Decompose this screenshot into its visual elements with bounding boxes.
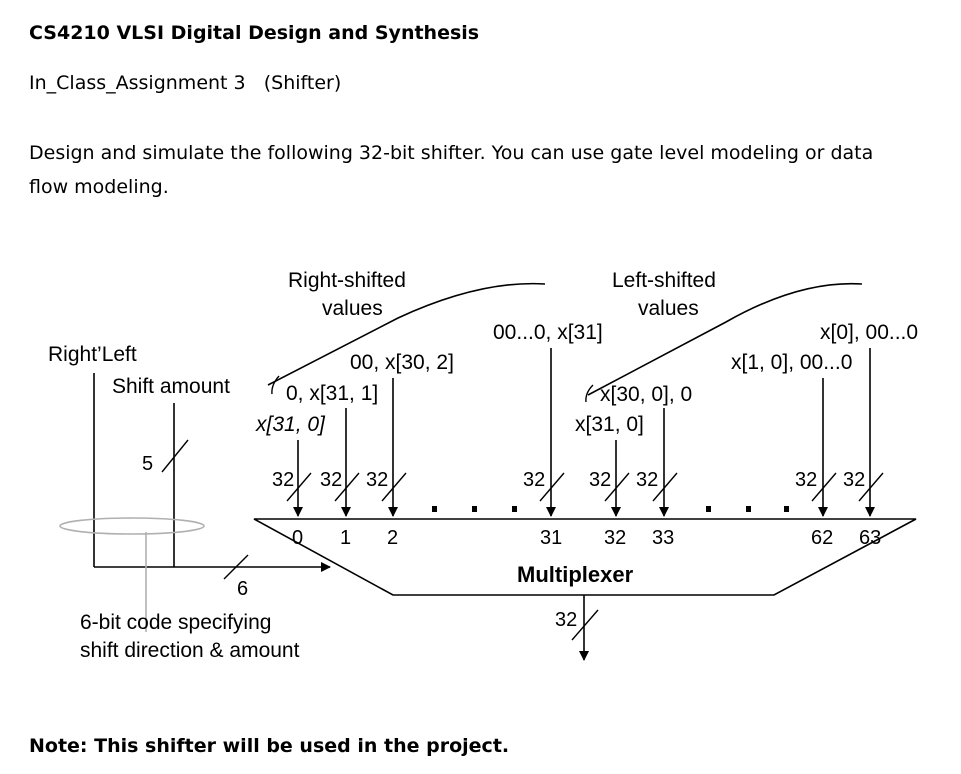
code-width-slash (223, 554, 249, 580)
input-label-x31-0-right: x[31, 0] (255, 413, 326, 436)
right-shifted-label-line1: Right-shifted (288, 269, 406, 292)
input-label-0-x31-1: 0, x[31, 1] (286, 382, 378, 405)
port-1: 1 (340, 527, 351, 549)
input-label-x0-00: x[0], 00...0 (820, 321, 918, 344)
assignment-title: In_Class_Assignment 3 (Shifter) (29, 72, 342, 94)
port-0: 0 (292, 527, 303, 549)
shift-amount-width-slash (161, 439, 189, 473)
bus-slash-2 (381, 472, 407, 502)
ellipsis-dot (512, 506, 517, 512)
port-2: 2 (387, 527, 398, 549)
port-63: 63 (859, 527, 881, 549)
bus-slash-62 (811, 472, 837, 502)
right-shifted-brace (267, 282, 546, 386)
input-label-x31-0-left: x[31, 0] (575, 413, 644, 436)
input-label-x30-0-0: x[30, 0], 0 (600, 383, 692, 406)
port-62: 62 (811, 527, 833, 549)
output-width-slash (571, 609, 599, 641)
input-label-00-0-x31: 00...0, x[31] (493, 321, 603, 344)
left-shifted-label-line2: values (638, 297, 699, 320)
direction-label: Right’Left (48, 343, 137, 366)
code-width: 6 (237, 578, 248, 600)
port-31: 31 (540, 527, 562, 549)
bus-slash-0 (286, 472, 312, 502)
code-bundle-ellipse (59, 517, 205, 535)
bus-width-62: 32 (795, 469, 817, 491)
port-33: 33 (652, 527, 674, 549)
code-label-line2: shift direction & amount (80, 639, 300, 662)
left-shifted-label-line1: Left-shifted (612, 269, 716, 292)
multiplexer-body (253, 518, 917, 596)
instructions-paragraph: Design and simulate the following 32-bit… (29, 142, 874, 198)
ellipsis-dot (746, 506, 751, 512)
bus-slash-33 (652, 472, 678, 502)
left-shifted-brace (587, 282, 863, 396)
multiplexer-label: Multiplexer (517, 562, 634, 587)
ellipsis-dot (432, 506, 437, 512)
shift-amount-label: Shift amount (112, 375, 230, 398)
bus-slash-32 (604, 472, 630, 502)
code-label-line1: 6-bit code specifying (80, 611, 271, 634)
project-note: Note: This shifter will be used in the p… (29, 735, 510, 757)
right-shifted-label-line2: values (322, 297, 383, 320)
input-label-00-x30-2: 00, x[30, 2] (350, 351, 454, 374)
input-label-x1-0-00: x[1, 0], 00...0 (731, 351, 852, 374)
bus-slash-63 (858, 472, 884, 502)
shift-amount-width: 5 (142, 453, 153, 475)
input-label-tick-1 (271, 375, 280, 395)
input-label-tick-2 (585, 384, 594, 403)
bus-slash-31 (539, 472, 565, 502)
bus-width-2: 32 (366, 469, 388, 491)
bus-width-33: 32 (636, 469, 658, 491)
bus-width-31: 32 (523, 469, 545, 491)
course-title: CS4210 VLSI Digital Design and Synthesis (29, 22, 480, 44)
ellipsis-dot (784, 506, 789, 512)
ellipsis-dot (706, 506, 711, 512)
ellipsis-dot (472, 506, 477, 512)
output-width: 32 (555, 609, 577, 631)
bus-width-0: 32 (272, 469, 294, 491)
bus-slash-1 (334, 472, 360, 502)
bus-width-1: 32 (320, 469, 342, 491)
port-32: 32 (604, 527, 626, 549)
bus-width-32: 32 (589, 469, 611, 491)
bus-width-63: 32 (843, 469, 865, 491)
